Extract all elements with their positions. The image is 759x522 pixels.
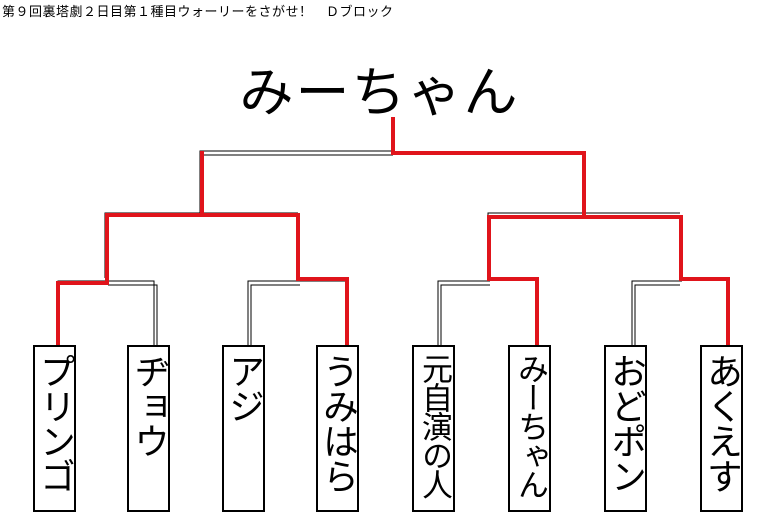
bracket-line-qf-3 xyxy=(440,284,490,345)
participant-box: アジ xyxy=(222,345,265,512)
bracket-line-qf-4 xyxy=(634,284,680,345)
bracket-line-qf-2 xyxy=(250,284,300,345)
bracket-line-qf-2 xyxy=(247,280,346,345)
winner-path-right xyxy=(391,117,586,347)
participant-name: プリンゴ xyxy=(34,353,75,493)
participant-box: おどポン xyxy=(604,345,647,512)
participant-box: プリンゴ xyxy=(33,345,76,512)
bracket-line-semi-right xyxy=(487,212,680,278)
participant-name: みーちゃん xyxy=(512,353,548,498)
champion-name: みーちゃん xyxy=(239,61,520,124)
participant-name: おどポン xyxy=(605,353,646,493)
participant-box: 元自演の人 xyxy=(412,345,455,512)
participant-name: アジ xyxy=(223,353,264,423)
bracket-line-final xyxy=(199,150,393,215)
participant-box: うみはら xyxy=(316,345,359,512)
bracket-line-semi-left xyxy=(104,212,298,278)
participant-box: みーちゃん xyxy=(508,345,551,512)
bracket-line-qf-1 xyxy=(57,280,155,345)
participant-name: ヂョウ xyxy=(128,353,169,458)
winner-path-right-2 xyxy=(582,215,730,347)
winner-path-left-2 xyxy=(201,213,349,347)
participant-name: うみはら xyxy=(317,353,358,493)
participant-box: ヂョウ xyxy=(127,345,170,512)
block-title: 第９回裏塔劇２日目第１種目ウォーリーをさがせ！ Ｄブロック xyxy=(2,5,394,20)
bracket-line-final xyxy=(202,154,393,215)
winner-path-left-1 xyxy=(56,151,204,347)
participant-name: 元自演の人 xyxy=(416,353,452,498)
participant-name: あくえす xyxy=(701,353,742,493)
participant-box: あくえす xyxy=(700,345,743,512)
bracket-line-qf-1 xyxy=(108,284,158,345)
bracket-line-qf-3 xyxy=(437,280,490,345)
bracket-line-qf-4 xyxy=(631,280,682,345)
